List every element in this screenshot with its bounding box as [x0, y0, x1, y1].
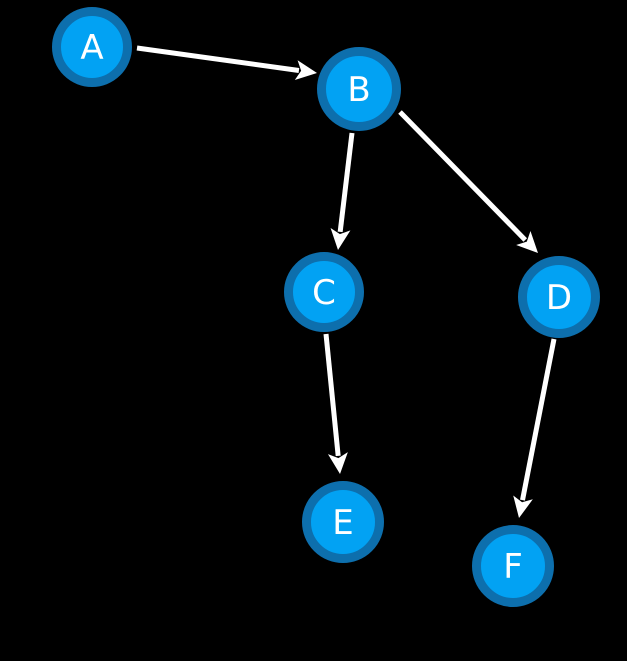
node-label: E — [332, 503, 353, 543]
graph-edge — [513, 338, 557, 518]
node-label: A — [80, 28, 103, 68]
graph-edge — [136, 45, 317, 81]
node-circle[interactable] — [472, 525, 554, 607]
edges-layer — [136, 45, 557, 518]
edge-shaft — [520, 338, 557, 501]
graph-edge — [330, 132, 355, 250]
graph-edge — [398, 110, 538, 253]
graph-node-a[interactable]: A — [52, 7, 132, 87]
edge-shaft — [323, 333, 341, 457]
edge-shaft — [337, 132, 355, 233]
node-label: F — [503, 547, 523, 587]
graph-node-b[interactable]: B — [317, 47, 401, 131]
node-circle[interactable] — [302, 481, 384, 563]
edge-arrowhead — [330, 227, 351, 250]
node-label: D — [546, 278, 572, 318]
graph-node-f[interactable]: F — [472, 525, 554, 607]
graph-edge — [323, 333, 348, 474]
edge-shaft — [398, 110, 528, 242]
node-label: C — [312, 273, 336, 313]
graph-node-d[interactable]: D — [518, 256, 600, 338]
node-circle[interactable] — [518, 256, 600, 338]
edge-shaft — [136, 45, 300, 73]
node-circle[interactable] — [317, 47, 401, 131]
edge-arrowhead — [327, 452, 348, 474]
edge-arrowhead — [513, 495, 533, 518]
edge-arrowhead — [516, 231, 538, 253]
edge-arrowhead — [294, 60, 317, 81]
nodes-layer: A B C D E F — [52, 7, 600, 607]
graph-node-c[interactable]: C — [284, 252, 364, 332]
node-label: B — [347, 70, 370, 110]
node-circle[interactable] — [52, 7, 132, 87]
graph-node-e[interactable]: E — [302, 481, 384, 563]
node-circle[interactable] — [284, 252, 364, 332]
